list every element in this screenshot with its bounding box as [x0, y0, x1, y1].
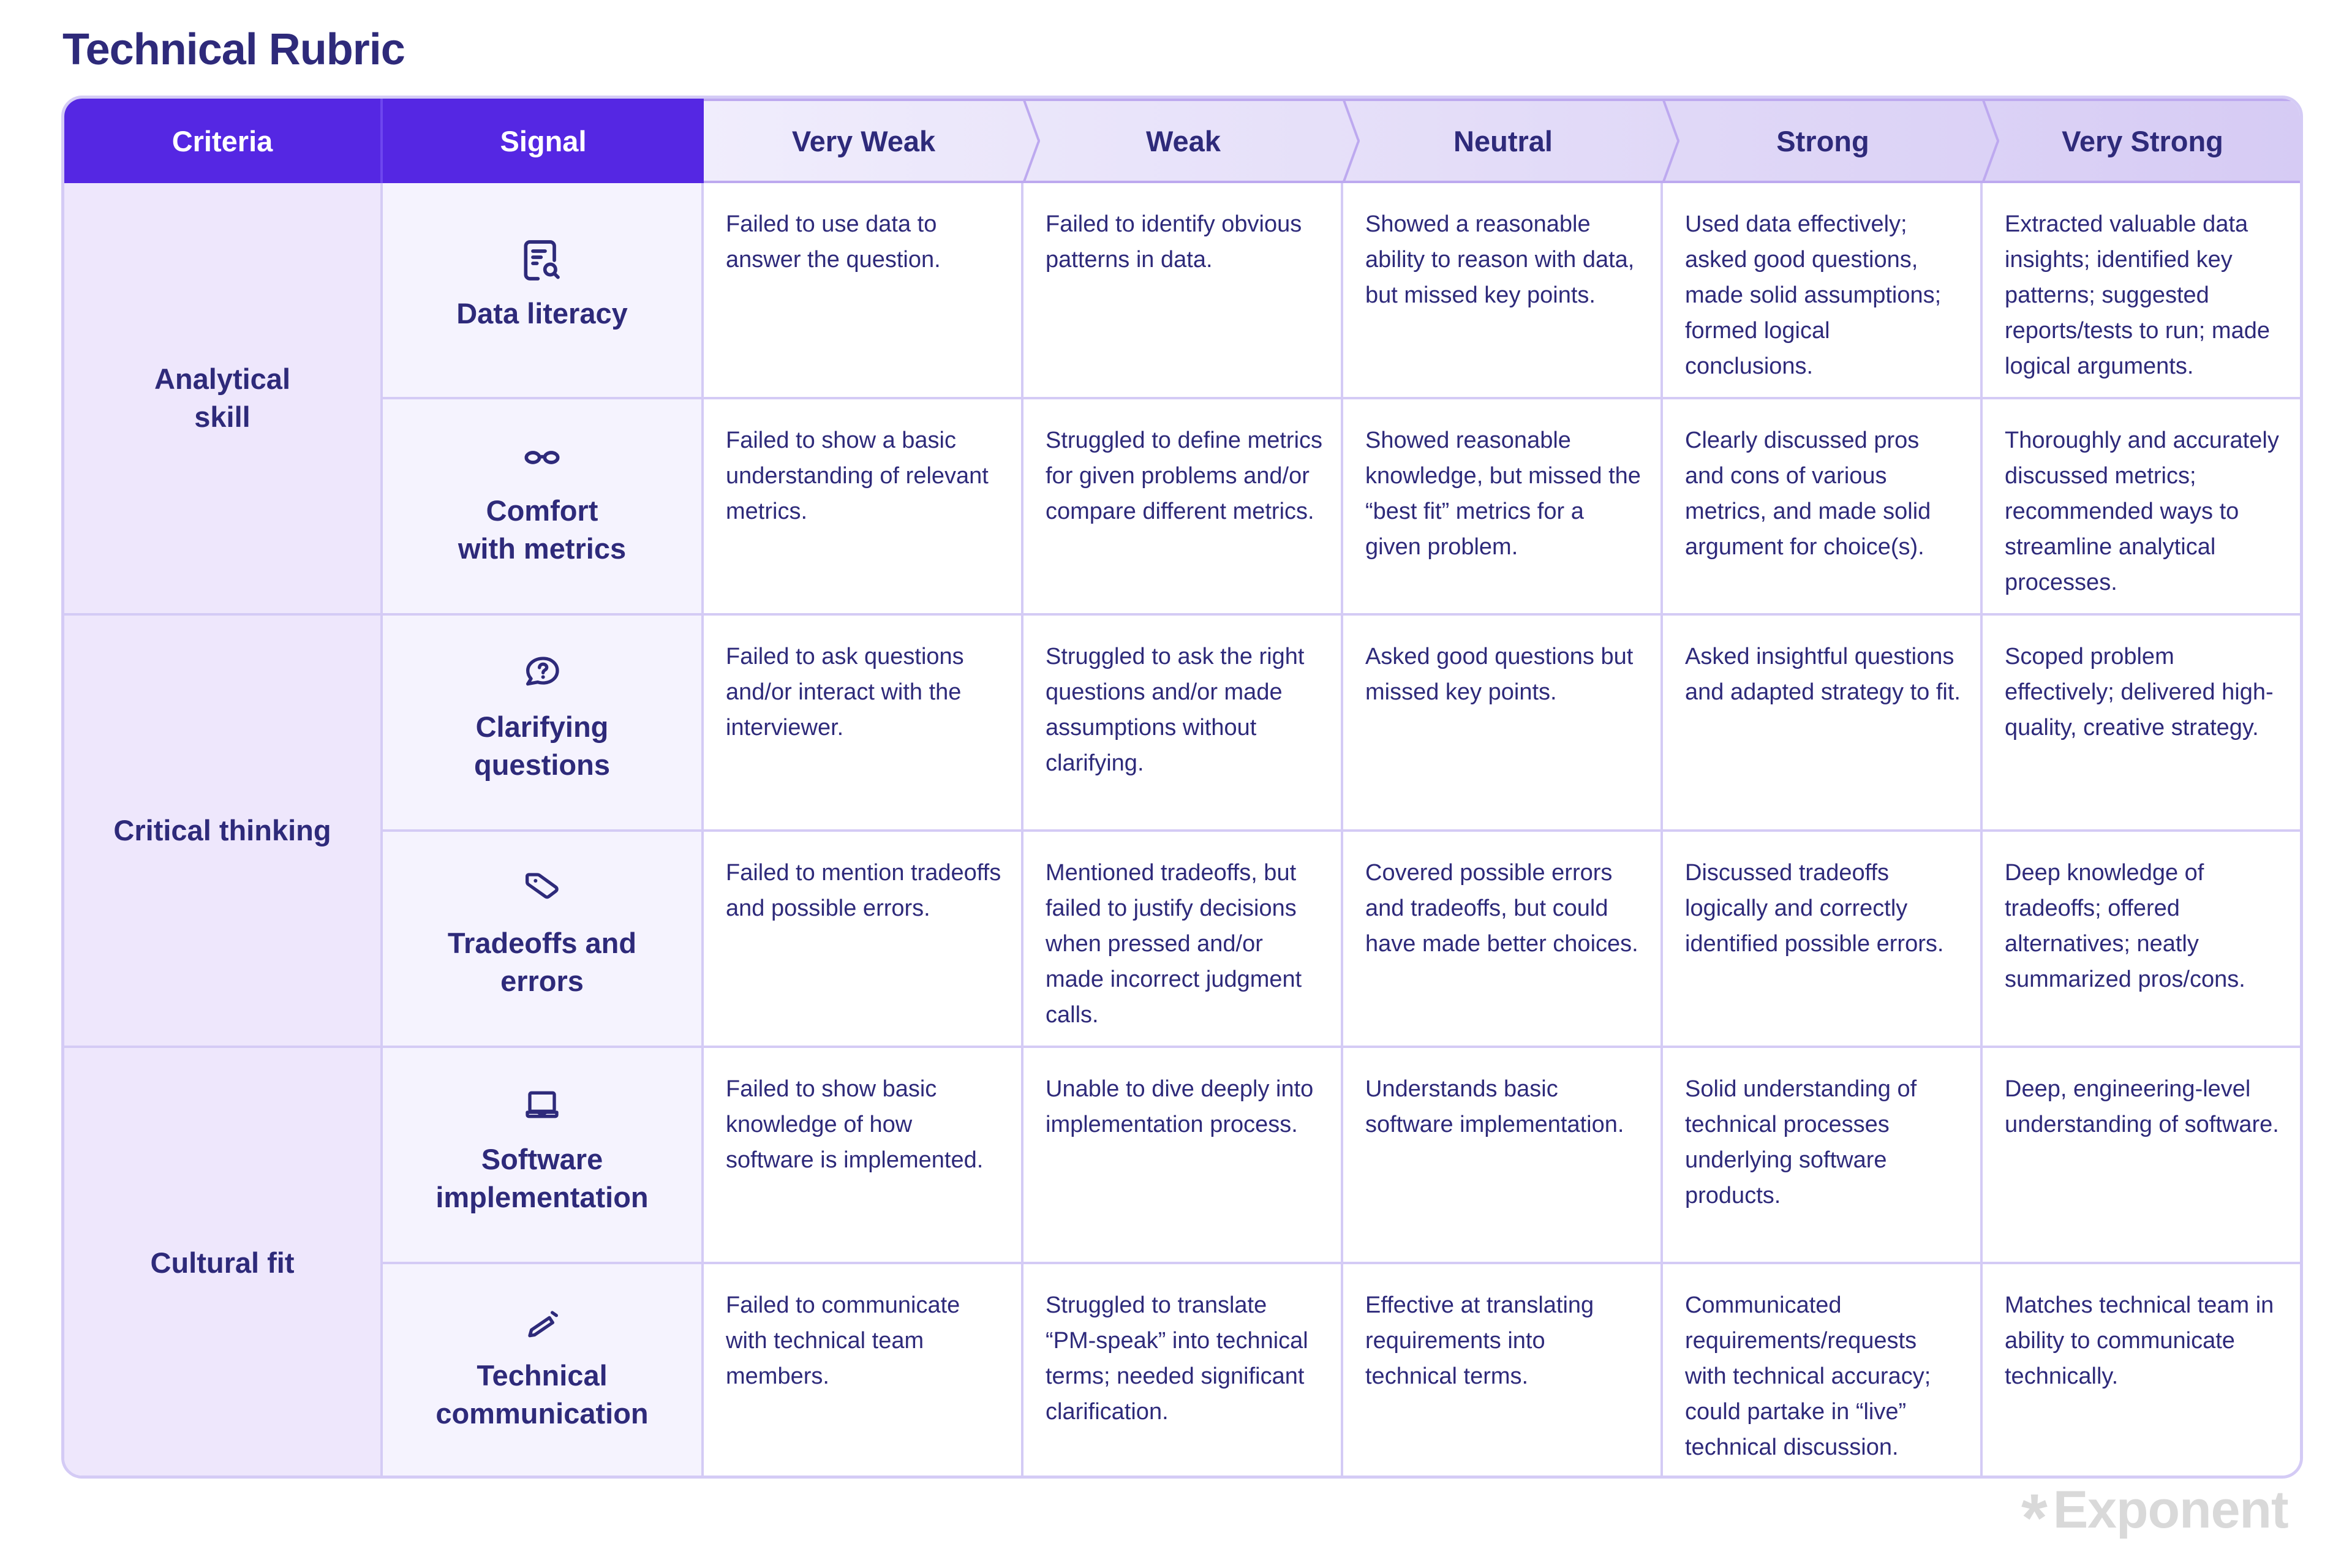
cell-software-very-weak: Failed to show basic knowledge of how so…	[704, 1048, 1023, 1264]
glasses-icon	[524, 450, 560, 464]
cell-data-literacy-strong: Used data effectively; asked good questi…	[1663, 183, 1983, 399]
page-title: Technical Rubric	[62, 25, 405, 74]
exponent-logo: * Exponent	[2021, 1480, 2289, 1552]
cell-software-strong: Solid understanding of technical process…	[1663, 1048, 1983, 1264]
cell-clarifying-neutral: Asked good questions but missed key poin…	[1343, 616, 1663, 832]
criteria-critical-thinking: Critical thinking	[64, 616, 383, 1048]
tag-icon	[526, 872, 559, 899]
cell-communication-very-weak: Failed to communicate with technical tea…	[704, 1264, 1023, 1476]
document-search-icon	[524, 239, 560, 281]
signal-label: Data literacy	[456, 296, 628, 330]
cell-metrics-very-strong: Thoroughly and accurately discussed metr…	[1983, 399, 2300, 616]
cell-tradeoffs-strong: Discussed tradeoffs logically and correc…	[1663, 832, 1983, 1048]
cell-software-very-strong: Deep, engineering-level understanding of…	[1983, 1048, 2300, 1264]
header-criteria: Criteria	[64, 99, 383, 183]
header-level-neutral: Neutral	[1453, 124, 1553, 157]
header-levels: Very Weak Weak Neutral Strong Very Stron…	[704, 99, 2300, 183]
cell-data-literacy-very-strong: Extracted valuable data insights; identi…	[1983, 183, 2300, 399]
cell-clarifying-strong: Asked insightful questions and adapted s…	[1663, 616, 1983, 832]
cell-tradeoffs-weak: Mentioned tradeoffs, but failed to justi…	[1023, 832, 1343, 1048]
cell-communication-neutral: Effective at translating requirements in…	[1343, 1264, 1663, 1476]
rubric-table: Criteria Signal Very Weak Weak Neutral S…	[61, 96, 2303, 1479]
header-level-strong: Strong	[1776, 124, 1869, 157]
cell-data-literacy-weak: Failed to identify obvious patterns in d…	[1023, 183, 1343, 399]
logo-text: Exponent	[2052, 1480, 2289, 1539]
cell-tradeoffs-very-weak: Failed to mention tradeoffs and possible…	[704, 832, 1023, 1048]
criteria-cultural-fit: Cultural fit	[64, 1048, 383, 1476]
header-level-very-weak: Very Weak	[791, 124, 936, 157]
cell-clarifying-very-weak: Failed to ask questions and/or interact …	[704, 616, 1023, 832]
cell-metrics-weak: Struggled to define metrics for given pr…	[1023, 399, 1343, 616]
question-bubble-icon	[526, 656, 559, 685]
table-header: Criteria Signal Very Weak Weak Neutral S…	[64, 99, 2300, 183]
cell-communication-strong: Communicated requirements/requests with …	[1663, 1264, 1983, 1476]
chevron-divider-icon	[1022, 99, 1040, 183]
header-level-weak: Weak	[1146, 124, 1221, 157]
cell-communication-weak: Struggled to translate “PM-speak” into t…	[1023, 1264, 1343, 1476]
cell-software-neutral: Understands basic software implementatio…	[1343, 1048, 1663, 1264]
asterisk-logo-icon: *	[2021, 1480, 2048, 1556]
cell-clarifying-very-strong: Scoped problem effectively; delivered hi…	[1983, 616, 2300, 832]
chevron-divider-icon	[1662, 99, 1679, 183]
chevron-divider-icon	[1981, 99, 1999, 183]
cell-metrics-very-weak: Failed to show a basic understanding of …	[704, 399, 1023, 616]
header-level-very-strong: Very Strong	[2062, 124, 2223, 157]
pencil-icon	[528, 1310, 558, 1337]
cell-tradeoffs-neutral: Covered possible errors and tradeoffs, b…	[1343, 832, 1663, 1048]
cell-metrics-strong: Clearly discussed pros and cons of vario…	[1663, 399, 1983, 616]
chevron-divider-icon	[1342, 99, 1360, 183]
signal-data-literacy: Data literacy	[383, 183, 704, 399]
cell-software-weak: Unable to dive deeply into implementatio…	[1023, 1048, 1343, 1264]
cell-data-literacy-very-weak: Failed to use data to answer the questio…	[704, 183, 1023, 399]
cell-clarifying-weak: Struggled to ask the right questions and…	[1023, 616, 1343, 832]
header-signal: Signal	[383, 99, 704, 183]
cell-metrics-neutral: Showed reasonable knowledge, but missed …	[1343, 399, 1663, 616]
cell-data-literacy-neutral: Showed a reasonable ability to reason wi…	[1343, 183, 1663, 399]
cell-communication-very-strong: Matches technical team in ability to com…	[1983, 1264, 2300, 1476]
cell-tradeoffs-very-strong: Deep knowledge of tradeoffs; offered alt…	[1983, 832, 2300, 1048]
laptop-icon	[526, 1091, 559, 1118]
